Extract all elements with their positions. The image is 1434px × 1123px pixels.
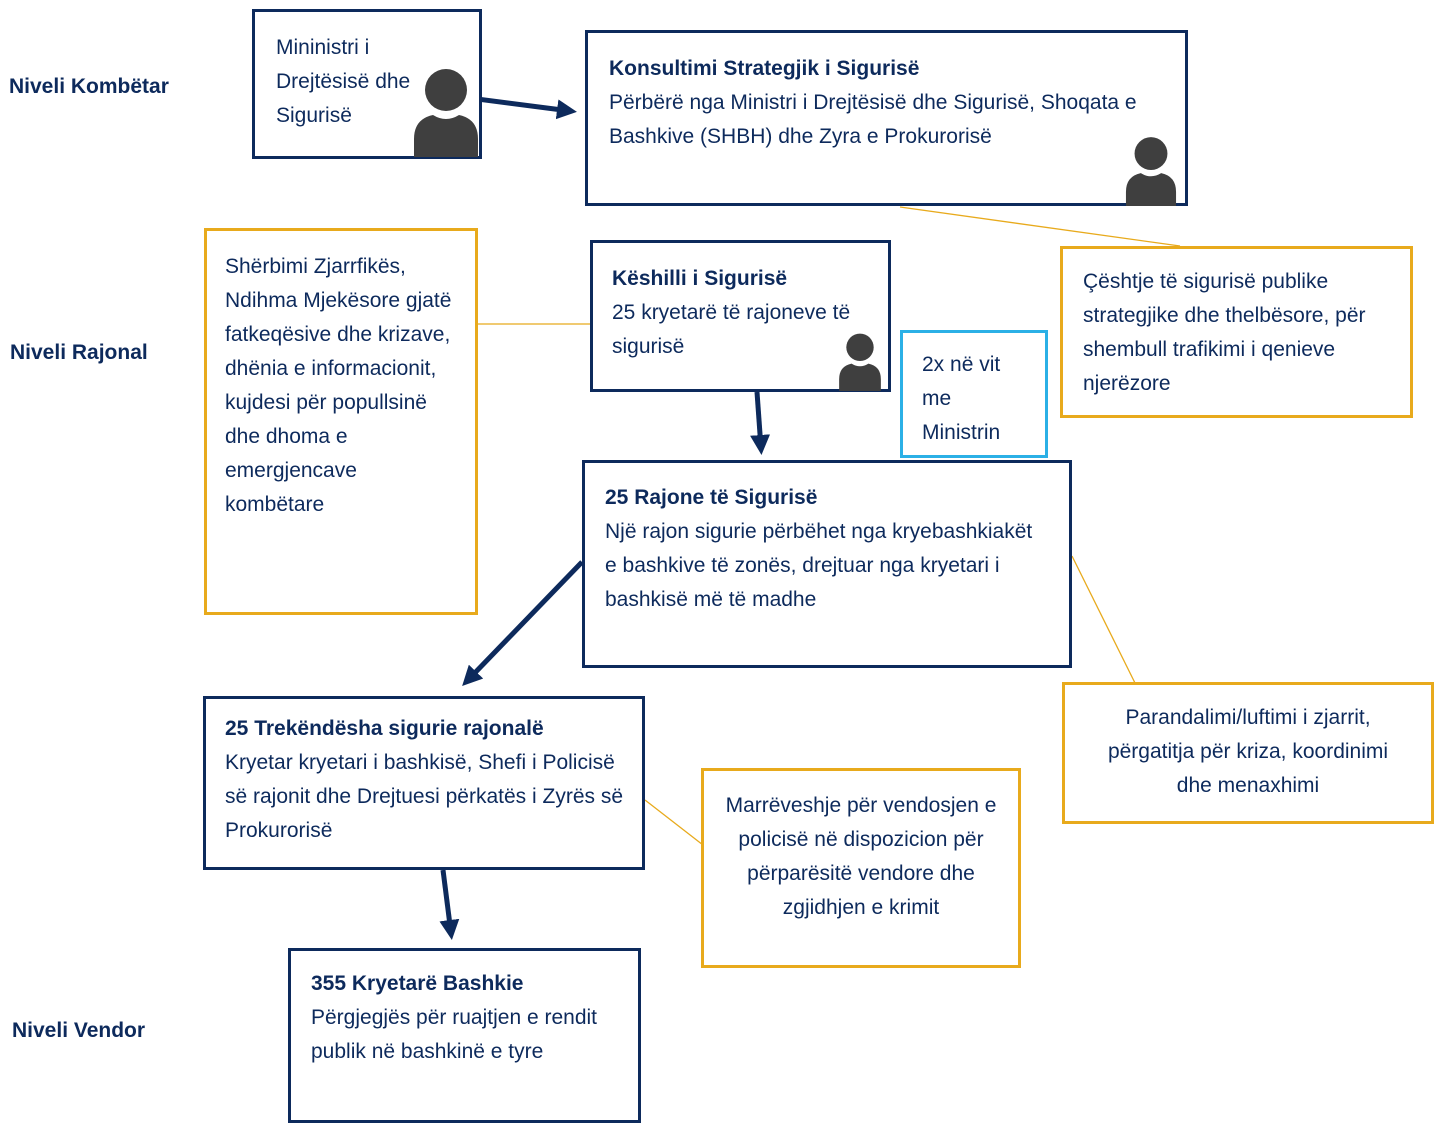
meeting-box: 2x në vit me Ministrin [900, 330, 1048, 458]
mayors-title: 355 Kryetarë Bashkie [311, 972, 524, 995]
national-issues-text: Çështje të sigurisë publike strategjike … [1083, 270, 1366, 395]
fire-services-text: Shërbimi Zjarrfikës, Ndihma Mjekësore gj… [225, 255, 452, 516]
consultation-title: Konsultimi Strategjik i Sigurisë [609, 57, 920, 80]
agreement-box: Marrëveshje për vendosjen e policisë në … [701, 768, 1021, 968]
person-icon [414, 69, 478, 157]
regions-box: 25 Rajone të Sigurisë Një rajon sigurie … [582, 460, 1072, 668]
triangles-text: Kryetar kryetari i bashkisë, Shefi i Pol… [225, 751, 624, 842]
meeting-text: 2x në vit me Ministrin [922, 353, 1001, 444]
fire-prevention-text: Parandalimi/luftimi i zjarrit, përgatitj… [1107, 706, 1389, 797]
regions-text: Një rajon sigurie përbëhet nga kryebashk… [605, 520, 1033, 611]
connector-triangles-agreement [644, 799, 704, 846]
fire-prevention-box: Parandalimi/luftimi i zjarrit, përgatitj… [1062, 682, 1434, 824]
connector-regions-prevention [1071, 555, 1136, 684]
minister-box: Mininistri i Drejtësisë dhe Sigurisë [252, 9, 482, 159]
mayors-text: Përgjegjës për ruajtjen e rendit publik … [311, 1006, 598, 1063]
national-issues-box: Çështje të sigurisë publike strategjike … [1060, 246, 1413, 418]
council-title: Këshilli i Sigurisë [612, 267, 788, 290]
regions-title: 25 Rajone të Sigurisë [605, 486, 818, 509]
level-regional-label: Niveli Rajonal [10, 341, 148, 364]
consultation-box: Konsultimi Strategjik i Sigurisë Përbërë… [585, 30, 1188, 206]
arrow-triangles-mayors [439, 869, 460, 940]
triangles-title: 25 Trekëndësha sigurie rajonalë [225, 717, 544, 740]
consultation-text: Përbërë nga Ministri i Drejtësisë dhe Si… [609, 91, 1137, 148]
agreement-text: Marrëveshje për vendosjen e policisë në … [725, 794, 997, 919]
council-box: Këshilli i Sigurisë 25 kryetarë të rajon… [590, 240, 891, 392]
council-text: 25 kryetarë të rajoneve të sigurisë [612, 301, 851, 358]
fire-services-box: Shërbimi Zjarrfikës, Ndihma Mjekësore gj… [204, 228, 478, 615]
connector-consultation-issues [899, 206, 1181, 247]
arrow-council-regions [750, 391, 771, 455]
level-local-label: Niveli Vendor [12, 1019, 146, 1042]
triangles-box: 25 Trekëndësha sigurie rajonalë Kryetar … [203, 696, 645, 870]
level-national-label: Niveli Kombëtar [9, 75, 169, 98]
mayors-box: 355 Kryetarë Bashkie Përgjegjës për ruaj… [288, 948, 641, 1123]
minister-text: Mininistri i Drejtësisë dhe Sigurisë [276, 36, 411, 127]
person-icon [1125, 137, 1177, 206]
arrow-regions-triangles [462, 560, 584, 687]
person-icon [839, 333, 881, 391]
